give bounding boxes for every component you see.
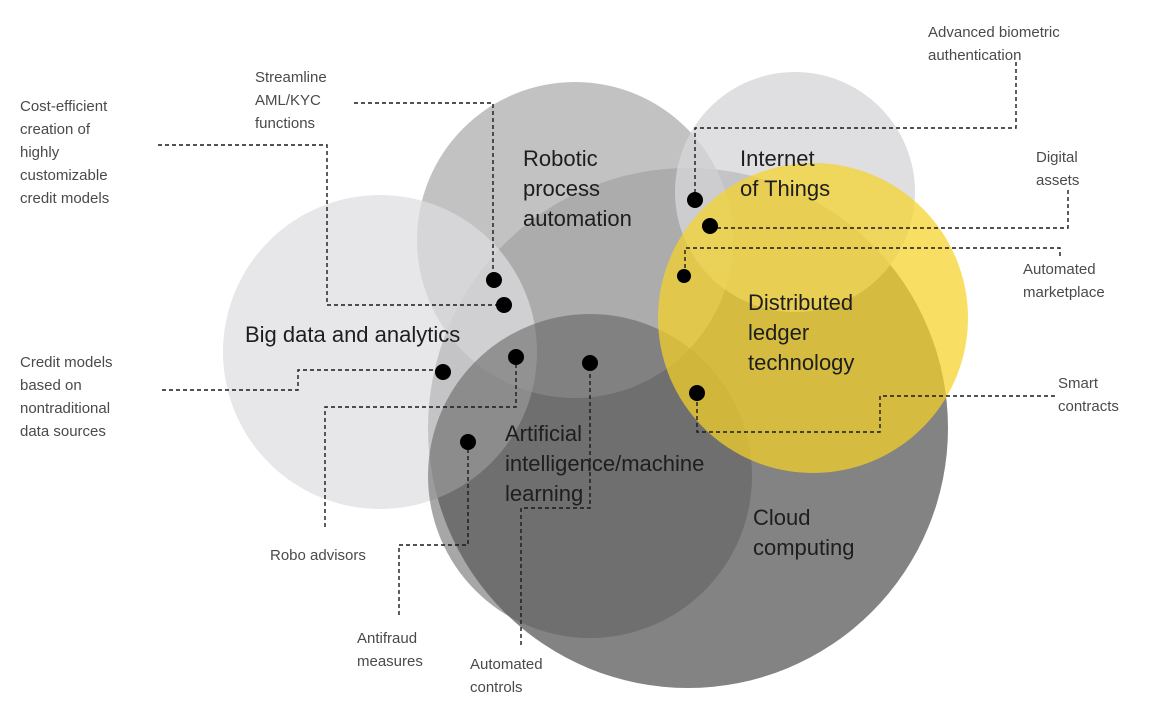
callout-streamline: Streamline AML/KYC functions [255,69,331,132]
marker-streamline-dot [486,272,502,288]
marker-digital-assets-dot [702,218,718,234]
marker-marketplace-dot [677,269,691,283]
callout-biometric: Advanced biometric authentication [928,24,1064,64]
marker-antifraud-dot [460,434,476,450]
marker-biometric-dot [687,192,703,208]
callout-marketplace: Automated marketplace [1023,261,1105,301]
callout-credit-models: Credit models based on nontraditional da… [20,354,117,440]
marker-robo-advisors-dot [508,349,524,365]
callout-automated-controls: Automated controls [470,656,547,696]
distributed-ledger-technology-circle [658,163,968,473]
iot-label: Internet of Things [740,146,830,201]
big-data-label: Big data and analytics [245,322,460,347]
callout-digital-assets: Digital assets [1036,149,1082,189]
leader-automated-controls [520,363,591,645]
callout-smart-contracts: Smart contracts [1058,375,1119,415]
leader-antifraud [398,442,469,615]
cloud-label: Cloud computing [753,505,855,560]
callout-antifraud: Antifraud measures [357,630,423,670]
leader-smart-contracts [696,392,1055,433]
dlt-label: Distributed ledger technology [748,290,859,375]
rpa-label: Robotic process automation [523,146,632,231]
leader-robo-advisors [324,357,517,527]
marker-cost-efficient-dot [496,297,512,313]
leader-streamline [354,102,494,278]
leader-marketplace [684,247,1061,274]
callout-cost-efficient: Cost-efficient creation of highly custom… [20,98,112,207]
marker-credit-models-dot [435,364,451,380]
leader-biometric [694,62,1017,198]
leader-cost-efficient [158,144,504,306]
callout-robo-advisors: Robo advisors [270,547,366,564]
marker-automated-controls-dot [582,355,598,371]
marker-smart-contracts-dot [689,385,705,401]
ai-label: Artificial intelligence/machine learning [505,421,710,506]
leader-digital-assets [710,190,1069,229]
